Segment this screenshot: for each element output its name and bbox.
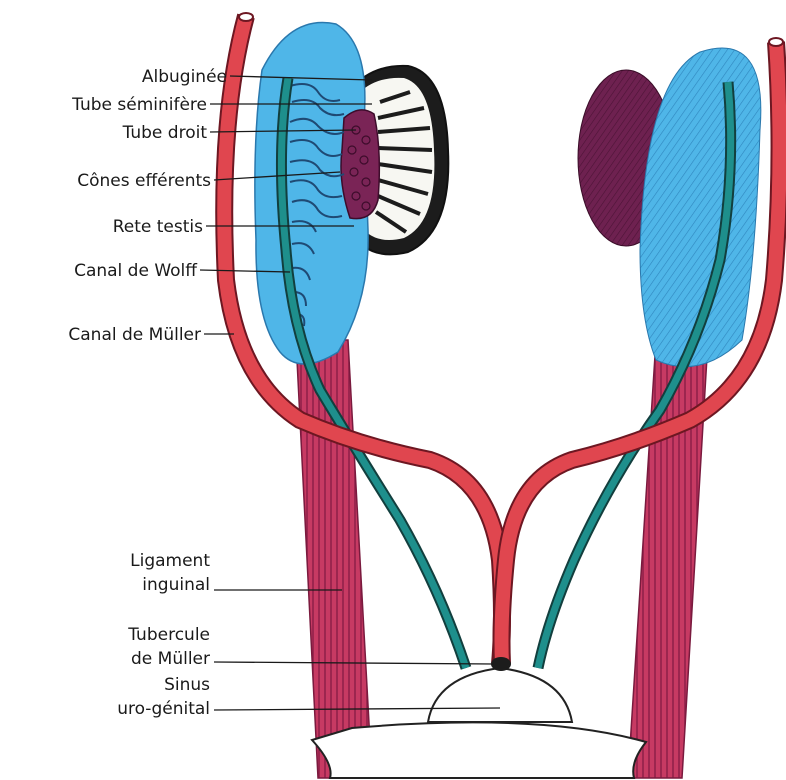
label-tube-seminifere: Tube séminifère <box>71 95 207 115</box>
label-ligament-line1: Ligament <box>130 551 210 571</box>
label-cones-efferents: Cônes efférents <box>77 171 211 191</box>
left-duct-top-end <box>239 13 253 21</box>
label-canal-muller: Canal de Müller <box>68 325 201 345</box>
label-tubercule-line1: Tubercule <box>127 625 210 645</box>
label-sinus-line1: Sinus <box>164 675 210 695</box>
label-canal-wolff: Canal de Wolff <box>74 261 198 281</box>
label-albuginee: Albuginée <box>142 67 227 87</box>
rete-testis <box>341 110 379 219</box>
label-tubercule-line2: de Müller <box>131 649 210 669</box>
right-duct-top-end <box>769 38 783 46</box>
base-outline <box>312 722 646 778</box>
label-ligament-line2: inguinal <box>142 575 210 595</box>
urogenital-sinus <box>428 668 572 722</box>
label-sinus-line2: uro-génital <box>117 699 210 719</box>
label-rete-testis: Rete testis <box>113 217 203 237</box>
label-tube-droit: Tube droit <box>122 123 208 143</box>
